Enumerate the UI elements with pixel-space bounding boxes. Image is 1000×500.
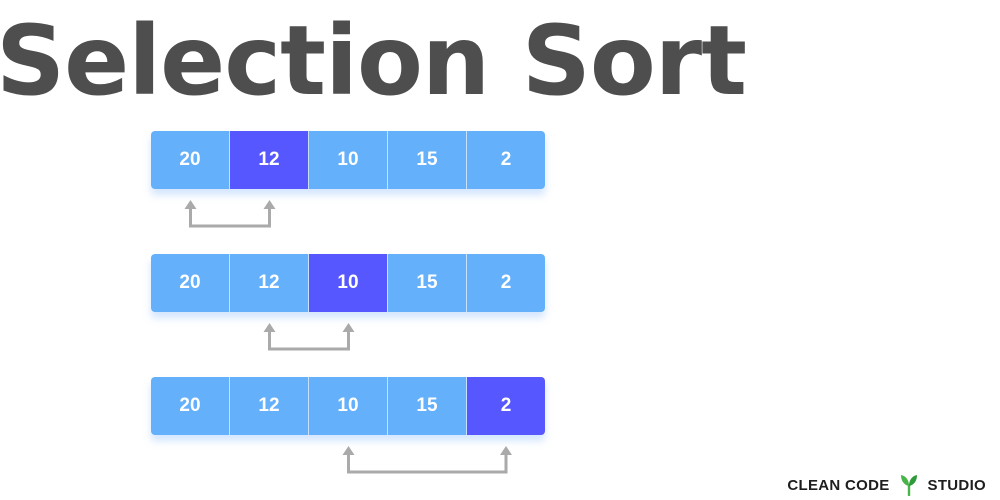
- diagram-title: Selection Sort: [0, 5, 747, 117]
- array-cell: 15: [388, 254, 467, 312]
- arrow-head-icon: [500, 446, 512, 455]
- array-row-1: 20 12 10 15 2: [151, 131, 545, 189]
- arrow-head-icon: [263, 323, 276, 332]
- array-cell: 15: [388, 377, 467, 435]
- array-cell: 10: [309, 377, 388, 435]
- array-row-3: 20 12 10 15 2: [151, 377, 545, 435]
- array-cell: 12: [230, 254, 309, 312]
- leaf-logo-icon: [900, 474, 918, 496]
- array-cell: 20: [151, 131, 230, 189]
- brand-footer: CLEAN CODE STUDIO: [787, 474, 986, 496]
- array-cell-highlighted: 10: [309, 254, 388, 312]
- array-cell: 15: [388, 131, 467, 189]
- array-cell: 12: [230, 377, 309, 435]
- array-cell: 20: [151, 254, 230, 312]
- comparison-arrow: [184, 200, 276, 228]
- array-cell: 2: [467, 254, 545, 312]
- array-row-2: 20 12 10 15 2: [151, 254, 545, 312]
- arrow-head-icon: [263, 200, 276, 209]
- brand-name-right: STUDIO: [927, 476, 986, 494]
- comparison-arrow: [263, 323, 355, 351]
- array-cell: 2: [467, 131, 545, 189]
- array-cell: 10: [309, 131, 388, 189]
- comparison-arrow: [342, 446, 512, 474]
- arrow-head-icon: [342, 323, 355, 332]
- array-cell: 20: [151, 377, 230, 435]
- brand-name-left: CLEAN CODE: [787, 476, 890, 494]
- array-cell-highlighted: 2: [467, 377, 545, 435]
- array-cell-highlighted: 12: [230, 131, 309, 189]
- arrow-head-icon: [184, 200, 197, 209]
- arrow-head-icon: [342, 446, 355, 455]
